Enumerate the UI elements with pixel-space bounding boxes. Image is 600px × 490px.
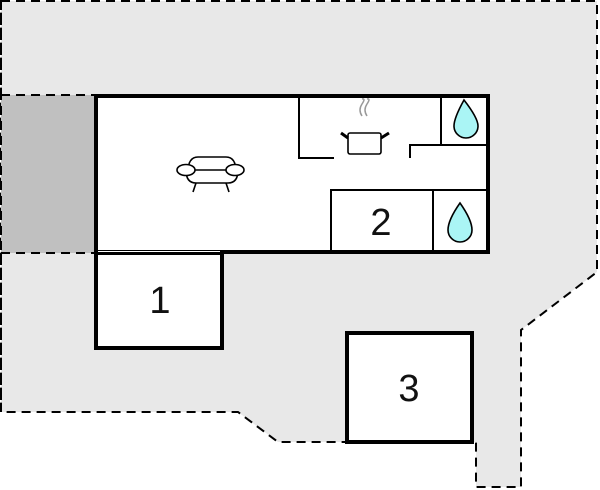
water-drop-icon	[447, 201, 473, 243]
cooking-pot-icon	[340, 98, 390, 155]
room-label-3: 3	[398, 368, 419, 410]
room-1-top-fill	[98, 251, 220, 252]
armchair-icon	[176, 156, 245, 193]
room-2-wall	[330, 189, 488, 252]
main-house	[94, 94, 490, 254]
water-drop-icon	[453, 98, 479, 139]
room-label-2: 2	[370, 202, 391, 244]
kitchen-wall-left	[298, 96, 334, 159]
room-1	[94, 251, 224, 350]
room-3	[345, 331, 474, 444]
kitchen-wall-right	[409, 144, 488, 158]
room-label-1: 1	[149, 280, 170, 322]
terrace	[1, 95, 95, 253]
